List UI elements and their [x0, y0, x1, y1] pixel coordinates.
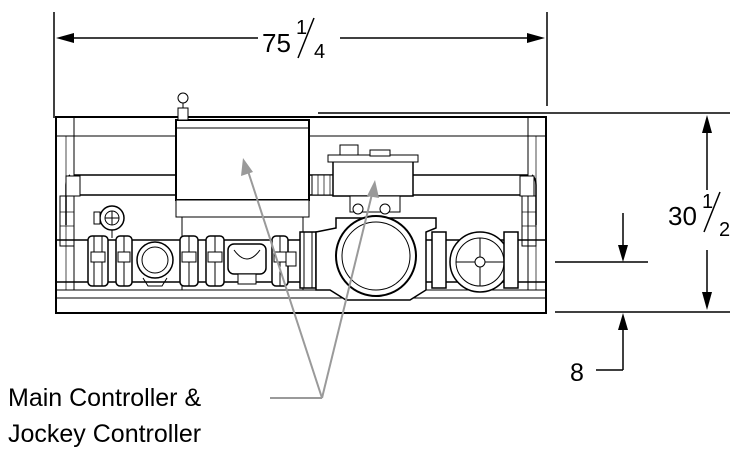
jockey-controller-gauge: [339, 144, 359, 156]
jockey-controller-switch: [369, 149, 391, 157]
width-whole: 75: [262, 28, 291, 58]
main-controller-base: [175, 199, 310, 218]
gate-valve-flange: [503, 231, 519, 289]
coupling-bolt: [90, 251, 106, 263]
butterfly-valve-disc: [233, 249, 261, 260]
callout-line-1: Main Controller &: [8, 384, 201, 412]
butterfly-valve: [227, 243, 297, 285]
risers: [59, 195, 537, 247]
callout-leader-jockey: [321, 189, 374, 399]
height-fraction-bar: [703, 191, 721, 233]
inlet-value: 8: [570, 359, 584, 387]
beacon-base: [177, 107, 189, 121]
jockey-mount-bolt-left: [352, 203, 364, 215]
jockey-mount-bolt-right: [379, 203, 391, 215]
height-arrow-bottom: [702, 292, 712, 310]
inlet-dimension: 8: [555, 213, 648, 387]
coupling-bolt: [181, 251, 197, 263]
coupling-bolt: [207, 251, 223, 263]
beacon-light-icon: [177, 92, 189, 104]
gauge-cock: [93, 211, 101, 225]
coupling-1: [87, 235, 109, 287]
main-controller-box: [175, 119, 310, 201]
inlet-arrow-top: [618, 245, 628, 262]
pump-discharge-flange: [431, 231, 447, 289]
height-dimension: 30 1 2: [318, 112, 730, 313]
jockey-controller-cabinet: [327, 144, 419, 215]
pump-suction-flange: [299, 231, 317, 289]
check-valve: [136, 241, 174, 287]
header-fitting-left: [65, 175, 81, 197]
frame-outline: [55, 116, 547, 314]
callout-arrow-jockey: [367, 180, 379, 198]
coupling-4: [205, 235, 225, 287]
riser-right: [521, 195, 537, 247]
callout-label: Main Controller & Jockey Controller: [8, 384, 201, 448]
gate-valve: [449, 231, 519, 293]
width-fraction-bar: [297, 17, 315, 59]
height-whole: 30: [668, 201, 697, 231]
width-denominator: 4: [314, 41, 325, 63]
width-arrow-right: [527, 33, 545, 43]
coupling-2: [115, 235, 133, 287]
width-arrow-left: [56, 33, 74, 43]
height-numerator: 1: [702, 191, 713, 213]
pump-impeller-ring: [341, 221, 411, 291]
callout-leaders: [241, 158, 379, 399]
riser-left: [59, 195, 75, 247]
couplings: [87, 235, 289, 287]
main-pump: [299, 215, 447, 301]
callout-leader-main: [246, 167, 323, 399]
width-numerator: 1: [296, 17, 307, 39]
drain-fitting: [285, 251, 297, 267]
callout-line-2: Jockey Controller: [8, 420, 201, 448]
handwheel-hub: [474, 256, 486, 268]
butterfly-valve-flange: [237, 273, 257, 285]
pressure-gauge: [93, 205, 125, 238]
main-controller-cabinet: [175, 92, 310, 290]
header-fitting-right: [519, 175, 535, 197]
width-dimension: 75 1 4: [53, 12, 548, 118]
pump-impeller-housing: [335, 215, 417, 297]
coupling-bolt: [117, 251, 131, 263]
height-denominator: 2: [719, 219, 730, 241]
height-arrow-top: [702, 115, 712, 133]
inlet-arrow-bottom: [618, 313, 628, 330]
callout-arrow-main: [241, 158, 253, 176]
check-valve-foot: [142, 277, 168, 287]
coupling-3: [179, 235, 199, 287]
check-valve-inner: [141, 246, 169, 274]
